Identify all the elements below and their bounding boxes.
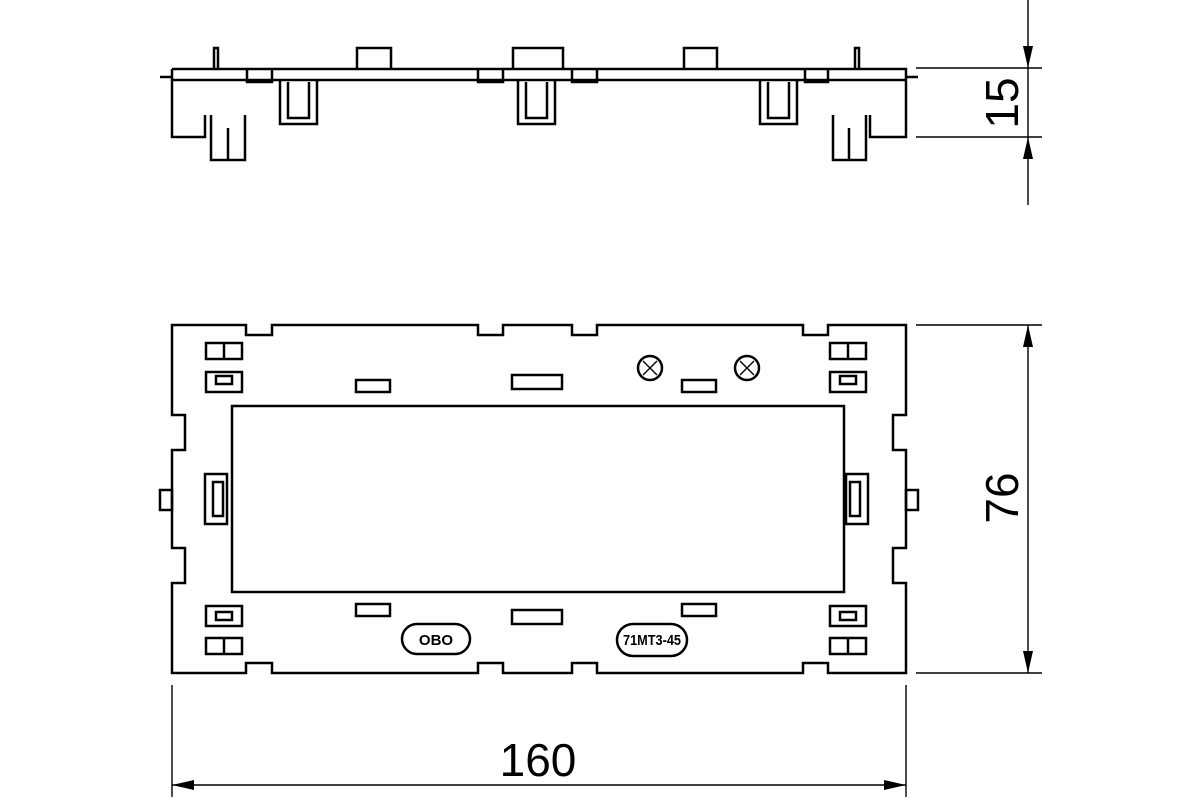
length-dimension: 160 bbox=[171, 685, 907, 797]
svg-text:OBO: OBO bbox=[419, 632, 454, 649]
height-dimension: 15 bbox=[916, 0, 1042, 205]
side-view bbox=[160, 46, 918, 162]
side-latches bbox=[203, 472, 870, 526]
depth-dimension-label: 76 bbox=[976, 472, 1028, 523]
part-number: 71MT3-45 bbox=[623, 632, 681, 649]
brand-logo: OBO bbox=[400, 622, 472, 656]
corner-clips bbox=[204, 341, 868, 656]
screw-icon bbox=[636, 354, 761, 382]
part-number-marking: 71MT3-45 bbox=[615, 622, 689, 658]
length-dimension-label: 160 bbox=[500, 734, 577, 786]
depth-dimension: 76 bbox=[916, 324, 1042, 674]
top-view: OBO 71MT3-45 bbox=[158, 323, 920, 675]
height-dimension-label: 15 bbox=[976, 77, 1028, 128]
slots bbox=[354, 373, 718, 626]
